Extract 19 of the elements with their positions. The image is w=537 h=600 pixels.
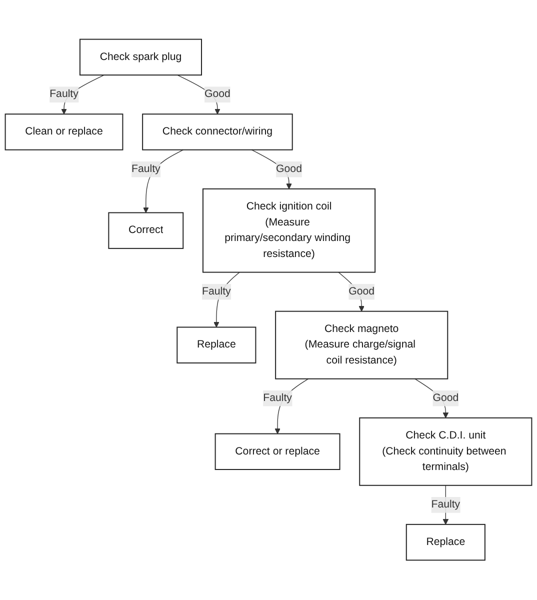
node-box: Replace <box>406 524 486 561</box>
node-box: Check spark plug <box>79 39 202 76</box>
edge-label: Faulty <box>431 499 460 510</box>
edge-label: Good <box>204 88 230 100</box>
edge-label: Good <box>348 286 375 298</box>
edge-label: Good <box>432 392 459 404</box>
edge-label: Faulty <box>131 164 160 175</box>
edge-label: Faulty <box>202 286 231 298</box>
node-box: Check connector/wiring <box>142 114 293 151</box>
edge-label: Faulty <box>263 392 292 404</box>
node-box: Check ignition coil (Measure primary/secondary winding resistance) <box>202 188 376 274</box>
node-box: Correct <box>108 212 184 250</box>
edge-label: Faulty <box>50 88 78 100</box>
edge-label: Good <box>276 164 302 175</box>
node-box: Check C.D.I. unit (Check continuity between terminals) <box>359 418 532 486</box>
node-box: Clean or replace <box>4 114 124 151</box>
node-box: Replace <box>176 326 256 364</box>
node-box: Correct or replace <box>214 434 340 470</box>
node-box: Check magneto (Measure charge/signal coil resistance) <box>275 311 448 380</box>
